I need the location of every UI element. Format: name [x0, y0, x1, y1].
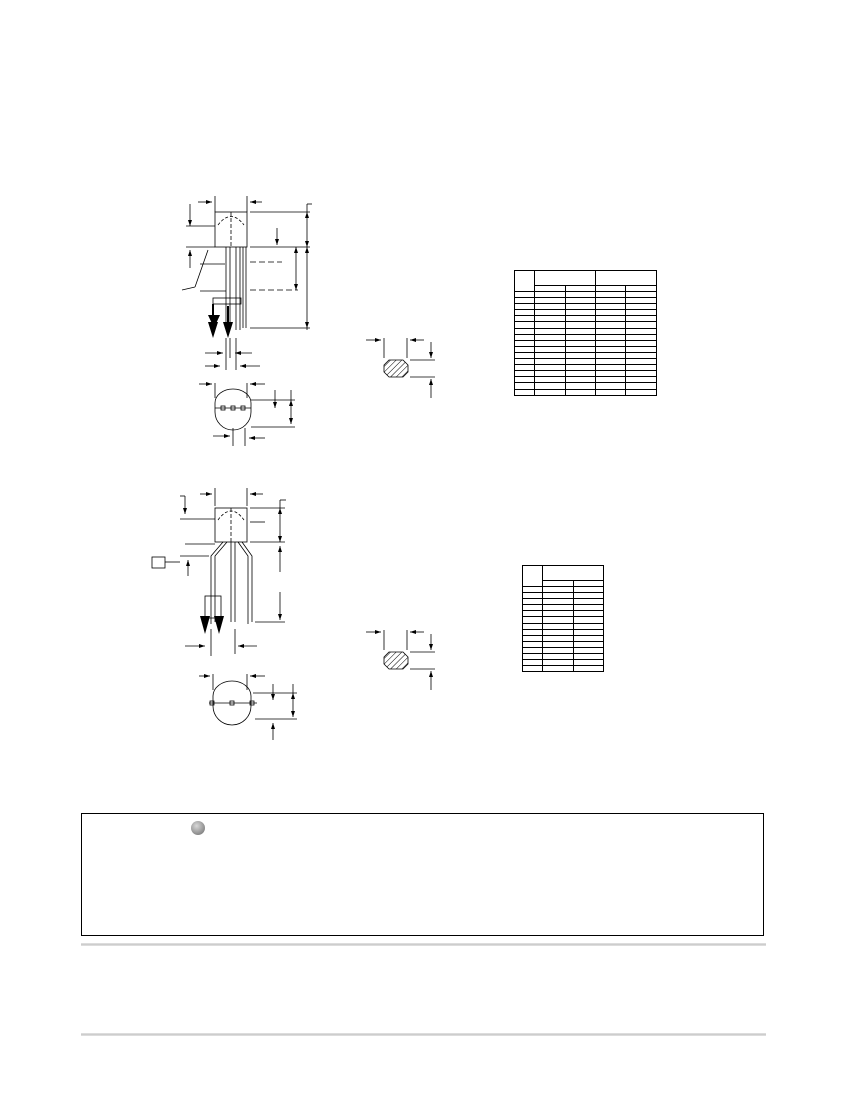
dimension-table-top — [514, 270, 657, 396]
dimension-table-bottom — [522, 565, 604, 673]
footer-box — [81, 813, 764, 936]
package-bottom-view-bottom — [199, 674, 297, 740]
lead-section-top — [366, 338, 435, 398]
divider-rule — [81, 1033, 766, 1036]
package-bottom-view-top — [199, 382, 295, 446]
lead-section-bottom — [366, 630, 435, 690]
on-logo — [191, 821, 205, 835]
package-side-view-bottom — [151, 488, 286, 656]
package-side-view-top — [181, 196, 312, 370]
divider-rule — [81, 943, 766, 946]
